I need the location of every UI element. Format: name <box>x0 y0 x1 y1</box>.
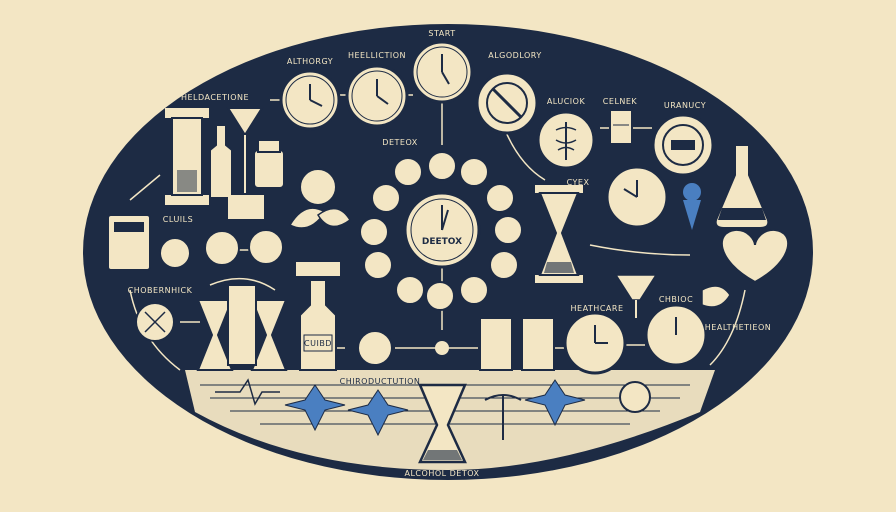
hourglass-pair <box>196 284 288 371</box>
funnel-icon <box>614 274 658 318</box>
label-heathcare: HEATHCARE <box>571 304 624 313</box>
label-althorgy: ALTHORGY <box>287 57 333 66</box>
left-small-circles <box>159 229 284 269</box>
label-cluils: CLUILS <box>163 215 193 224</box>
bottom-hourglass <box>418 383 467 464</box>
clock-heelliction <box>345 64 409 128</box>
heartbeat-line <box>215 378 280 406</box>
jars-pair <box>479 317 555 371</box>
label-celnek: CELNEK <box>603 97 638 106</box>
hourglass-left <box>165 108 209 205</box>
clock-algodlory <box>475 71 539 135</box>
jar-icon <box>253 139 285 189</box>
martini-glass <box>226 107 264 219</box>
label-bottle: CUIBD <box>304 339 332 348</box>
clock-chbioc <box>644 303 708 367</box>
ring-badges <box>359 151 523 311</box>
label-chiroductution: CHIRODUCTUTION <box>340 377 421 386</box>
ball-icon <box>619 381 651 413</box>
small-badge-left <box>357 330 393 366</box>
compass-left <box>135 302 175 342</box>
clock-right-mid <box>605 165 669 229</box>
label-aluciok: ALUCIOK <box>547 97 586 106</box>
heart-icon <box>720 228 790 284</box>
label-algodlory: ALGODLORY <box>488 51 542 60</box>
label-chbioc: CHBIOC <box>659 295 693 304</box>
label-center-detox: DEETOX <box>422 237 462 247</box>
caduceus-badge <box>536 110 596 170</box>
calculator-icon <box>107 214 151 271</box>
clock-urnaucy <box>651 113 715 177</box>
label-start: START <box>428 29 455 38</box>
label-chobernhick: CHOBERNHICK <box>128 286 193 295</box>
flower-icons <box>284 379 586 437</box>
label-small-detox: DETEOX <box>382 138 417 147</box>
label-heldacetione: HELDACETIONE <box>181 93 249 102</box>
bottle-center <box>299 279 337 371</box>
hourglass-right <box>535 185 583 283</box>
clock-start <box>410 40 474 104</box>
glass-icon <box>609 109 633 145</box>
clock-althorgy <box>279 69 341 131</box>
label-cyex: CYEX <box>567 178 590 187</box>
flask-icon <box>714 144 770 229</box>
junction-node <box>435 341 449 355</box>
label-alcohol-detox: ALCOHOL DETOX <box>405 469 480 478</box>
clock-healthcare <box>563 311 627 375</box>
label-uranucy: URANUCY <box>664 101 706 110</box>
label-heelliction: HEELLICTION <box>348 51 406 60</box>
caduceus-bottom <box>484 394 522 440</box>
leaf-icon <box>701 285 731 308</box>
center-clock <box>403 191 481 269</box>
ice-cream-icon <box>683 183 701 230</box>
vine-leaves <box>288 168 351 276</box>
label-healthetieon: HEALTHETIEON <box>705 323 771 332</box>
